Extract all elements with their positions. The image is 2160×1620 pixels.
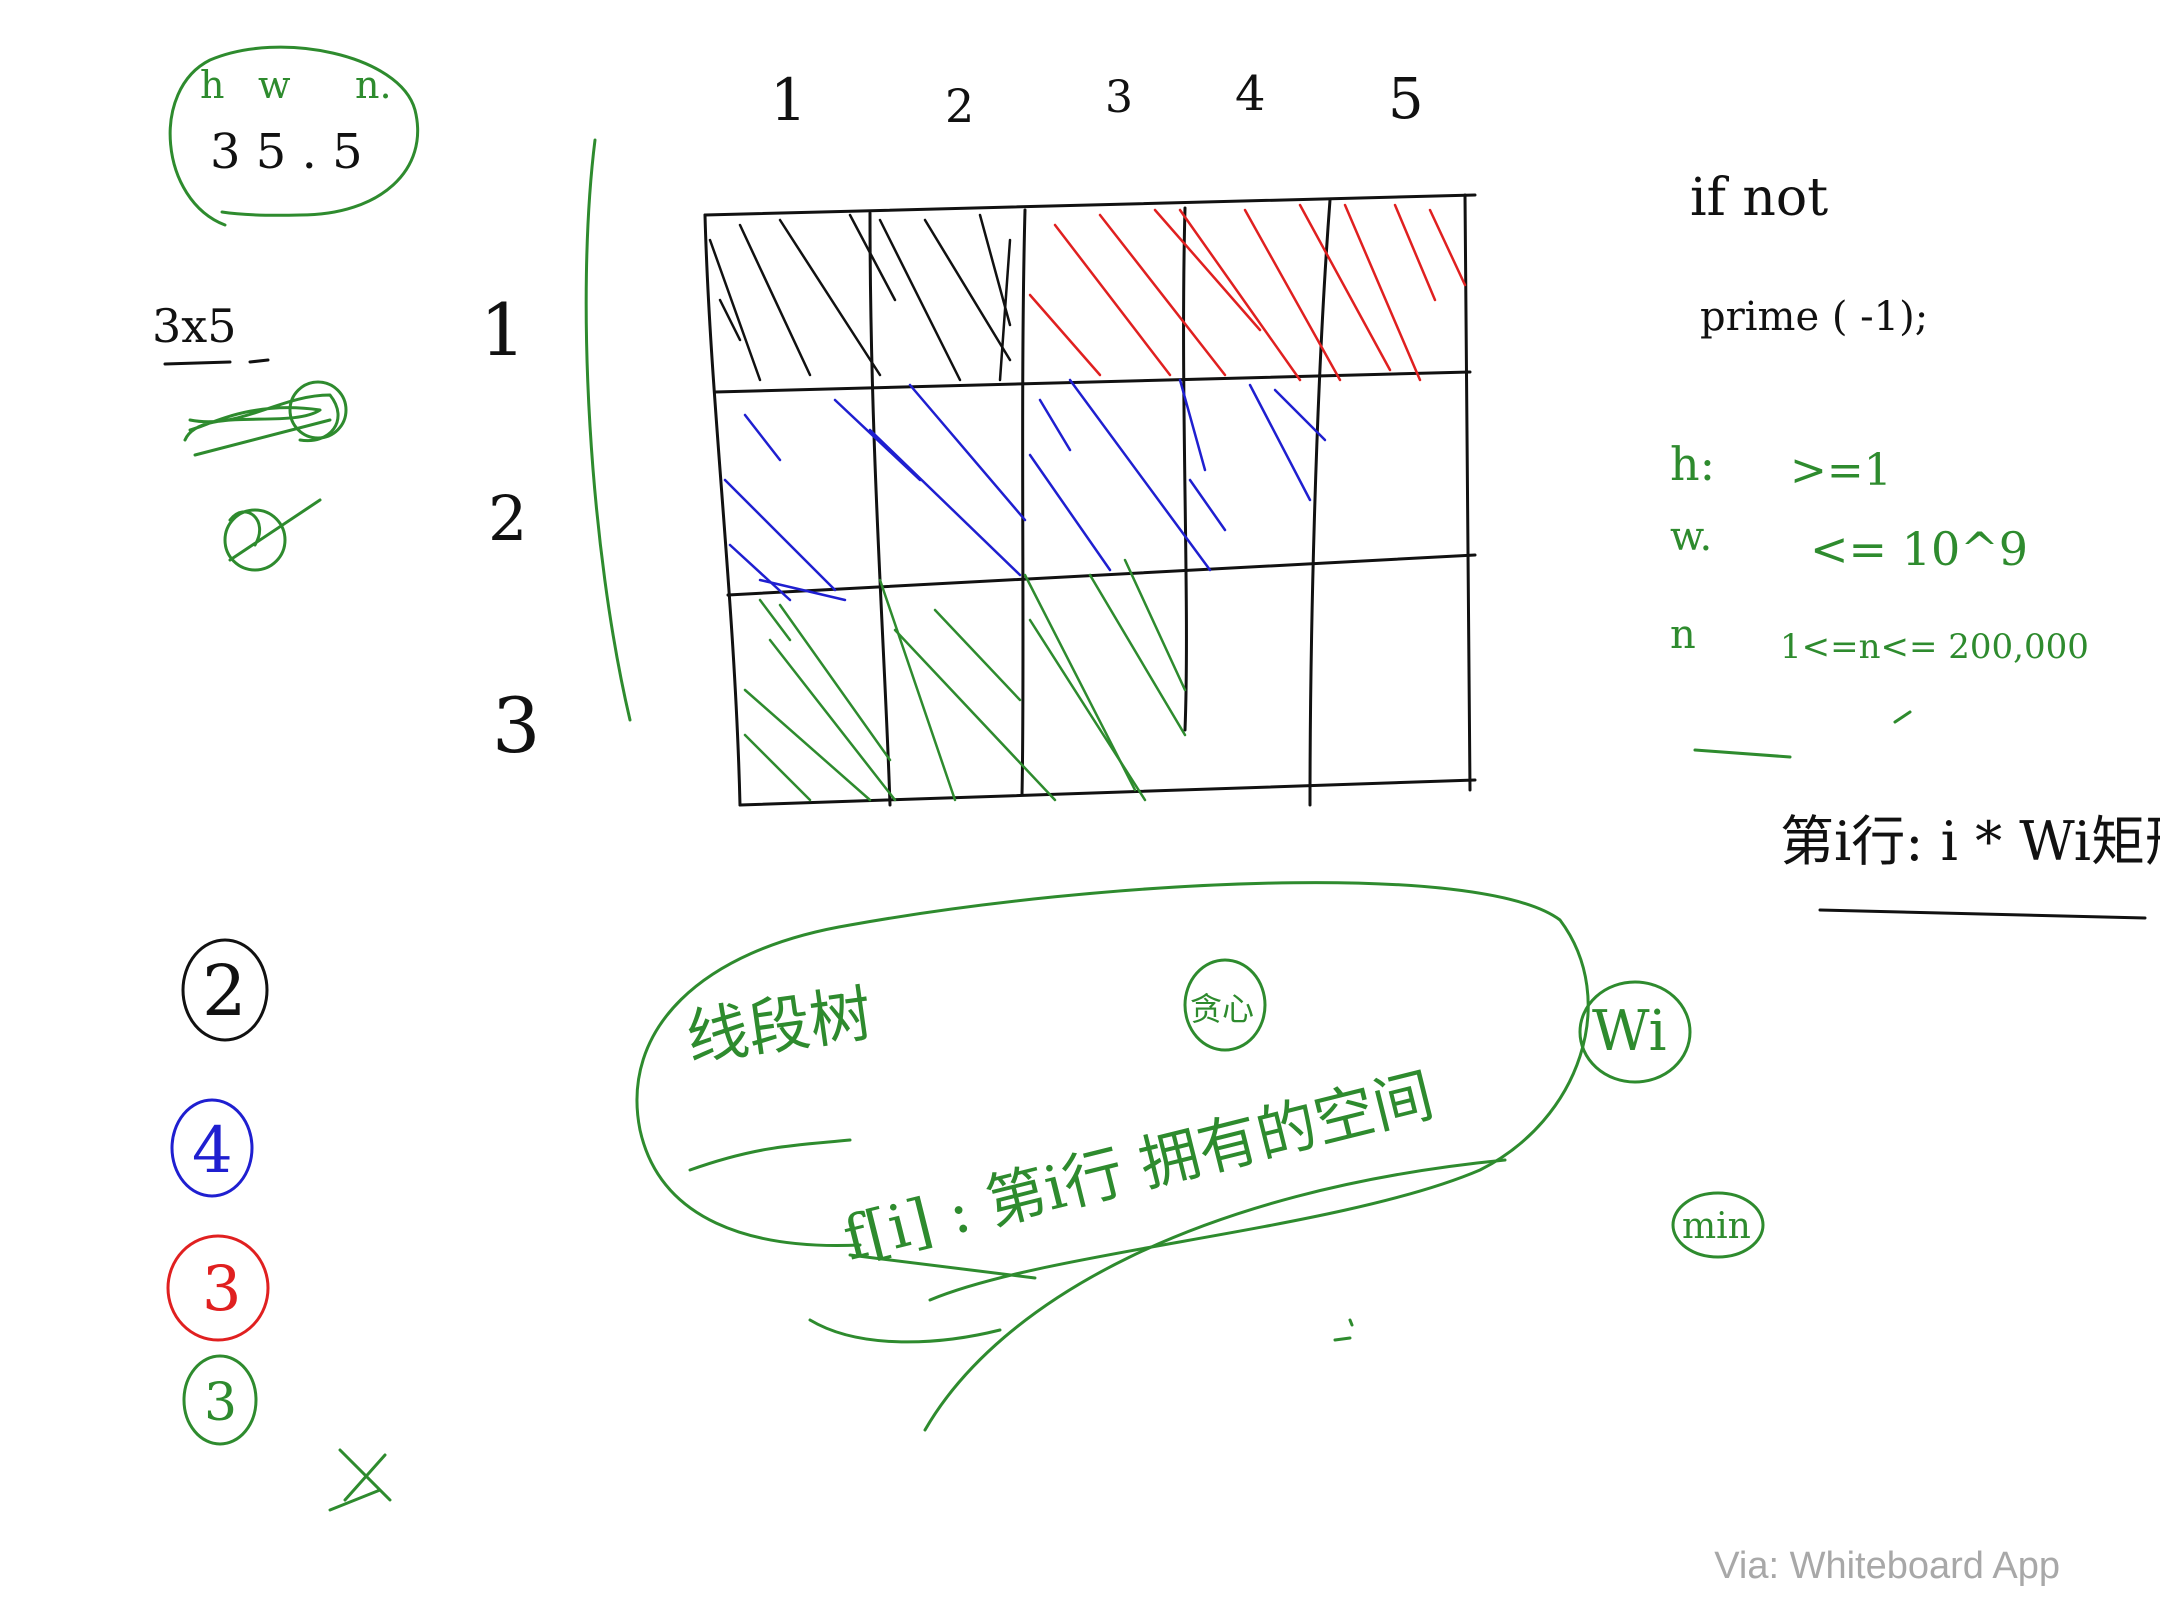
row-header: 1: [480, 288, 526, 372]
count-underline: [1818, 908, 2147, 920]
hatch-blue: [723, 378, 1327, 602]
row-header: 3: [492, 681, 540, 770]
min-bubble: [1671, 1191, 1765, 1259]
greedy-label: 贪心: [1190, 990, 1254, 1028]
row-header: 2: [488, 482, 527, 555]
grid-size-underline: [163, 358, 270, 366]
param-values: 3 5 . 5: [210, 124, 363, 180]
legend-value: 4: [192, 1114, 233, 1188]
grid: [703, 193, 1477, 807]
column-header: 1: [770, 66, 807, 134]
column-header: 2: [945, 79, 974, 133]
h-constraint-label: h:: [1670, 437, 1715, 491]
n-constraint-label: n: [1670, 612, 1696, 658]
note-line1: if not: [1690, 168, 1828, 228]
circled-note: 线段树 贪心 f[i] : 第i行 拥有的空间: [635, 881, 1590, 1432]
stray-mark: [1333, 1318, 1354, 1342]
param-n-label: n.: [355, 63, 392, 107]
legend: 2 4 3 3: [166, 938, 270, 1446]
column-header: 4: [1235, 66, 1266, 122]
watermark: Via: Whiteboard App: [1714, 1545, 2060, 1587]
legend-circle-red: [166, 1234, 270, 1342]
param-h-label: h: [200, 63, 224, 107]
wi-bubble: [1578, 980, 1692, 1084]
n-constraint: 1<=n<= 200,000: [1780, 627, 2089, 667]
hatch-red: [1028, 203, 1467, 382]
w-constraint: <= 10^9: [1810, 522, 2028, 576]
circled-note-title: 线段树: [682, 977, 876, 1075]
min-label: min: [1682, 1206, 1751, 1247]
legend-value: 3: [204, 1373, 237, 1433]
w-constraint-label: w.: [1670, 514, 1712, 560]
column-header: 3: [1105, 72, 1133, 123]
note-line2: prime ( -1);: [1700, 294, 1928, 340]
h-constraint: >=1: [1790, 445, 1892, 496]
circled-note-definition: f[i] : 第i行 拥有的空间: [837, 1060, 1441, 1274]
params-bubble: h w n. 3 5 . 5: [168, 45, 420, 227]
notes: if not prime ( -1); h: >=1 w. <= 10^9 n …: [1670, 168, 2160, 920]
legend-circle-black: [181, 938, 269, 1042]
scribble-marks: [183, 380, 392, 1512]
legend-circle-blue: [170, 1098, 254, 1198]
column-headers: 1 2 3 4 5: [770, 66, 1424, 134]
legend-value: 3: [202, 1252, 241, 1325]
legend-value: 2: [202, 950, 247, 1032]
grid-size-label: 3x5: [152, 299, 236, 353]
row-headers: 1 2 3: [480, 288, 540, 770]
hatch-black: [708, 213, 1012, 382]
param-w-label: w: [258, 63, 291, 107]
legend-circle-green: [182, 1354, 258, 1446]
column-header: 5: [1388, 67, 1424, 132]
hatch-green: [743, 558, 1187, 802]
count-line: 第i行: i * Wi矩形: [1780, 810, 2160, 873]
wi-label: Wi: [1592, 999, 1666, 1064]
rows-bracket: [584, 138, 632, 722]
